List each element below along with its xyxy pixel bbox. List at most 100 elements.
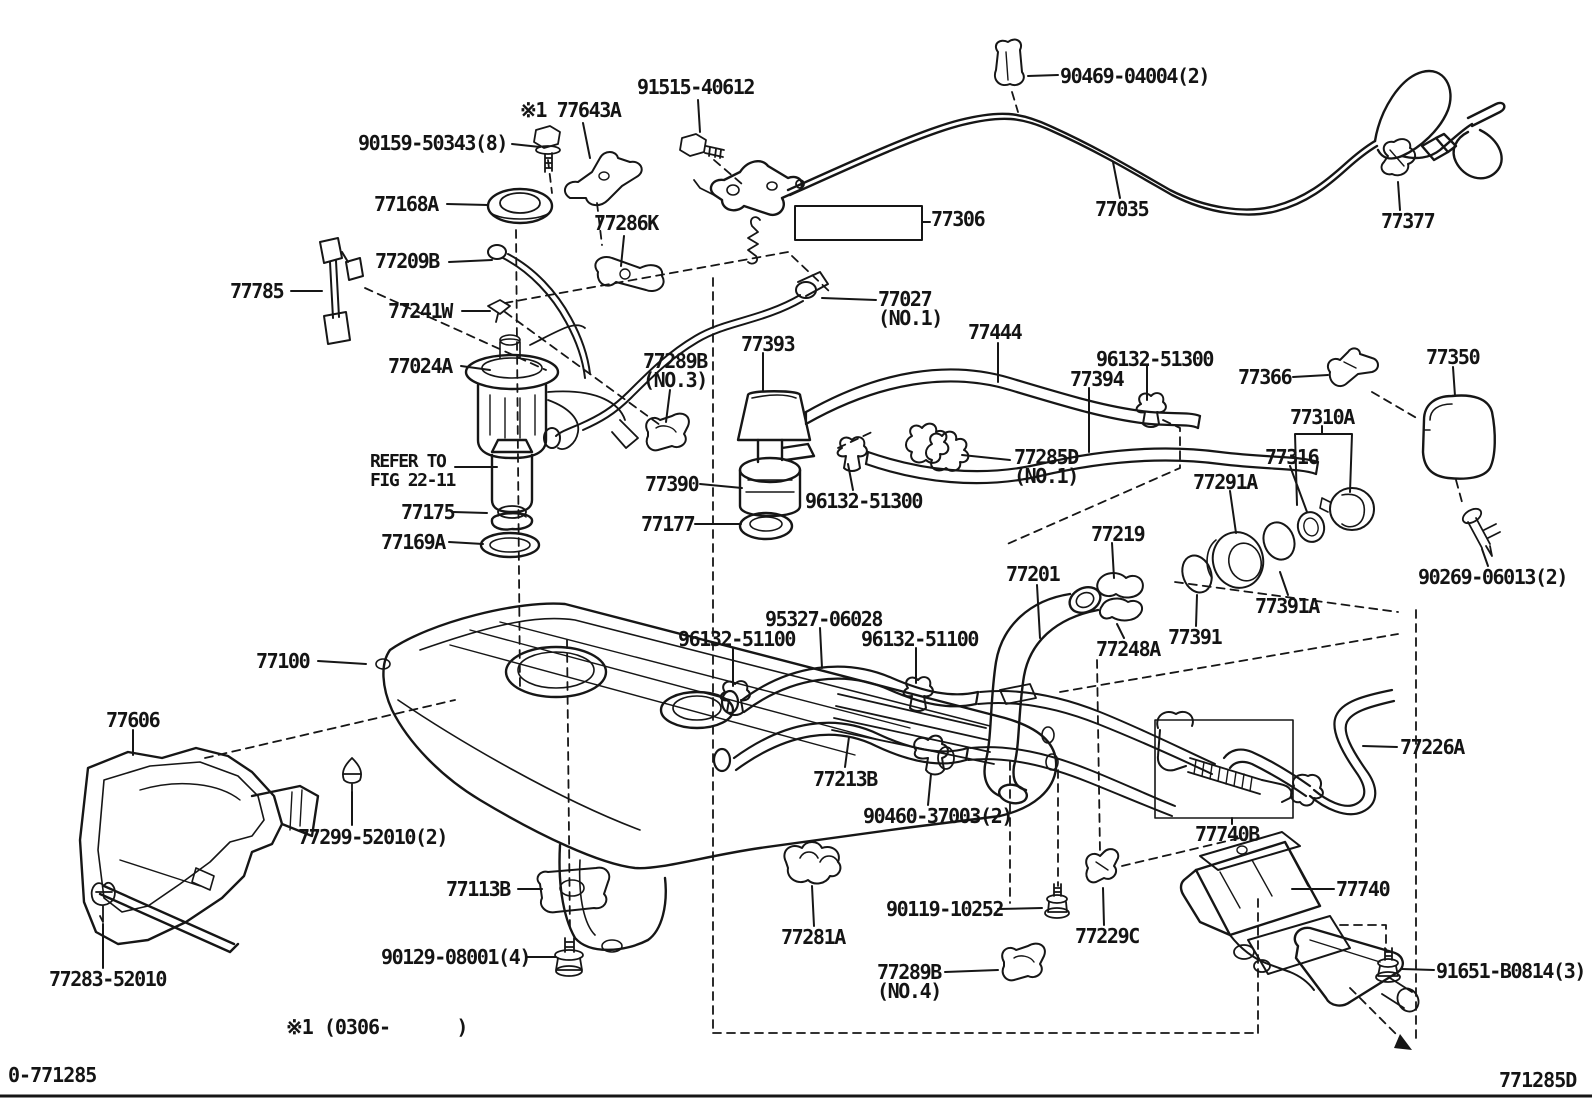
part-label: 91515-40612 <box>637 75 755 99</box>
tube-77027-drawing <box>543 271 829 449</box>
part-label: 77316 <box>1265 445 1320 469</box>
fuel-pump-assembly-drawing <box>464 324 639 559</box>
tank-ring-drawing <box>486 187 554 225</box>
fuel-lid-cable-drawing <box>786 69 1506 216</box>
hose-77226A-drawing <box>1222 688 1396 816</box>
clamp-96132-51100-right-drawing <box>902 676 934 712</box>
part-label: 77785 <box>230 279 285 303</box>
figure-code: 0-771285 <box>8 1063 97 1087</box>
bracket-77113B-drawing <box>536 866 611 914</box>
clip-77289B-no3-drawing <box>645 412 690 452</box>
clamp-96132-51300-top-drawing <box>1135 392 1167 428</box>
clamp-77281A-drawing <box>783 841 842 885</box>
bolt-77283-drawing <box>90 881 116 923</box>
part-label: 91651-B0814(3) <box>1436 959 1586 983</box>
tube-77209B-drawing <box>487 244 591 379</box>
vent-tubes-drawing <box>967 689 1216 817</box>
sheet-code: 771285D <box>1499 1068 1577 1092</box>
part-label: 77285D (NO.1) <box>1014 445 1079 488</box>
hose-assy-77740B-drawing <box>1154 710 1324 819</box>
clamp-90469-drawing <box>994 38 1025 86</box>
part-label: 77024A <box>388 354 453 378</box>
bolt-90119-drawing <box>1044 883 1070 919</box>
dashed-arrowhead <box>1394 1034 1412 1050</box>
part-label: 77391 <box>1168 625 1223 649</box>
part-label: 77213B <box>813 767 878 791</box>
part-label: 77100 <box>256 649 311 673</box>
part-label: 77366 <box>1238 365 1293 389</box>
leader-lines <box>102 74 1489 973</box>
part-label: 77248A <box>1096 637 1161 661</box>
part-label: 77201 <box>1006 562 1061 586</box>
part-label: 77390 <box>645 472 700 496</box>
clamp-96132-51300-bottom-drawing <box>836 436 868 472</box>
part-label: 90119-10252 <box>886 897 1004 921</box>
clamp-96132-51100-left-drawing <box>719 680 751 716</box>
fuel-sender-gauge-drawing <box>319 237 364 345</box>
part-label: 90469-04004(2) <box>1060 64 1210 88</box>
part-label: 77306 <box>931 207 986 231</box>
part-label: 77377 <box>1381 209 1436 233</box>
filler-cap-group-drawing <box>1181 487 1375 594</box>
construction-dashed-lines <box>204 91 1463 1043</box>
part-label: 77226A <box>1400 735 1465 759</box>
clamp-90460-drawing <box>913 734 955 776</box>
bolt-91651-drawing <box>1375 947 1401 983</box>
grommet-77377-drawing <box>1380 138 1416 177</box>
part-label: 95327-06028 <box>765 607 883 631</box>
part-label: 77444 <box>968 320 1023 344</box>
part-label: 77229C <box>1075 924 1140 948</box>
part-label: ※1 77643A <box>520 98 622 122</box>
check-valve-77285D-drawing <box>905 422 970 472</box>
part-label: 77169A <box>381 530 446 554</box>
part-label: 90159-50343(8) <box>358 131 508 155</box>
part-label: 77168A <box>374 192 439 216</box>
bracket-77643A-drawing <box>563 151 643 206</box>
part-label: 77241W <box>388 299 453 323</box>
clamp-77248A-drawing <box>1098 597 1144 622</box>
part-label: 77209B <box>375 249 440 273</box>
part-label: 77740 <box>1336 877 1391 901</box>
part-label: 77310A <box>1290 405 1355 429</box>
clip-77289B-no4-drawing <box>1001 942 1046 982</box>
hose-77444-drawing <box>804 368 1202 430</box>
screw-90269-drawing <box>1461 507 1501 557</box>
part-label: 77350 <box>1426 345 1481 369</box>
clip-77366-drawing <box>1326 347 1379 388</box>
part-label: 77606 <box>106 708 161 732</box>
part-label: 96132-51300 <box>1096 347 1214 371</box>
part-label: 90460-37003(2) <box>863 804 1013 828</box>
bolt-90159-drawing <box>533 125 561 173</box>
clip-77229C-drawing <box>1085 848 1120 884</box>
canister-77740-drawing <box>1179 831 1420 1013</box>
part-label: 96132-51100 <box>861 627 979 651</box>
part-label: 77289B (NO.3) <box>643 349 708 392</box>
clip-77241W-drawing <box>487 299 511 323</box>
clamp-77219-drawing <box>1096 572 1144 599</box>
part-label: 77175 <box>401 500 456 524</box>
part-label: 77393 <box>741 332 796 356</box>
part-label: 77035 <box>1095 197 1150 221</box>
part-label: 90129-08001(4) <box>381 945 531 969</box>
inlet-box-shield-77350-drawing <box>1421 394 1496 480</box>
part-label: 77740B <box>1195 822 1260 846</box>
part-label: 77113B <box>446 877 511 901</box>
part-label: 77391A <box>1255 594 1320 618</box>
part-label: 77219 <box>1091 522 1146 546</box>
part-label: 77394 <box>1070 367 1125 391</box>
part-label: 77027 (NO.1) <box>878 287 943 330</box>
regulator-group-drawing <box>736 390 816 541</box>
part-label: 96132-51300 <box>805 489 923 513</box>
clamp-77286K-drawing <box>594 256 665 292</box>
bolt-91515-drawing <box>679 133 725 159</box>
part-label: REFER TO FIG 22-11 <box>370 451 456 491</box>
part-label: 77291A <box>1193 470 1258 494</box>
part-label: 77286K <box>594 211 659 235</box>
part-label: 77281A <box>781 925 846 949</box>
part-label: 90269-06013(2) <box>1418 565 1568 589</box>
tank-shield-drawing <box>78 746 320 954</box>
part-label: 77177 <box>641 512 696 536</box>
part-label: 96132-51100 <box>678 627 796 651</box>
